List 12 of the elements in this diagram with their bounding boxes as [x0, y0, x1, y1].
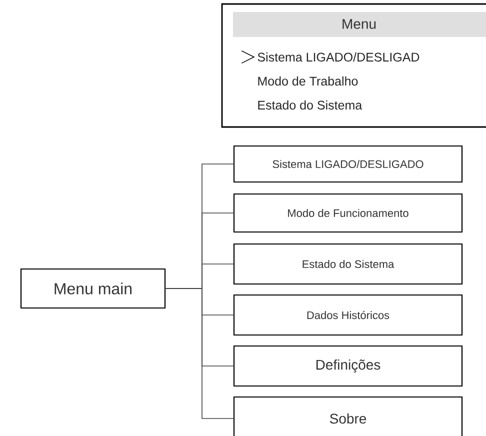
menu-box: Dados Históricos	[233, 294, 463, 336]
node-label: Estado do Sistema	[258, 100, 362, 110]
menu-box: Modo de Funcionamento	[233, 193, 463, 233]
menu-box: Sobre	[233, 396, 463, 436]
menu-box: Definições	[233, 345, 463, 387]
connector	[165, 288, 234, 419]
node-label: Sistema LIGADO/DESLIGAD	[258, 52, 420, 62]
menu-box: Menu main	[20, 268, 166, 309]
menu-screen: Menu Sistema LIGADO/DESLIGAD Modo de Trabalho Estado do Sistema	[221, 3, 486, 128]
menu-box: Sistema LIGADO/DESLIGADO	[233, 145, 463, 183]
menu-box: Estado do Sistema	[233, 243, 463, 285]
node-label: Modo de Trabalho	[258, 76, 358, 86]
